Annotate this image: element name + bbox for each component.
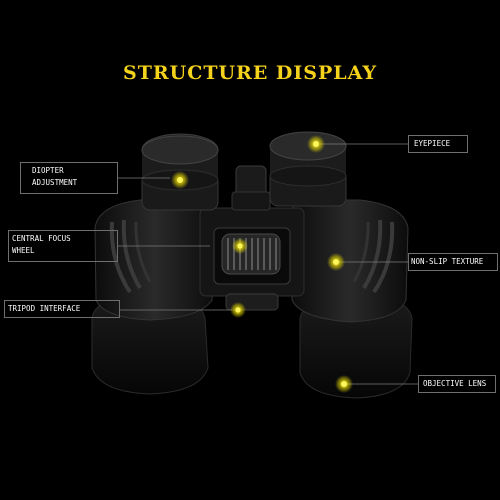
marker-tripod xyxy=(230,302,246,318)
left-prism-body xyxy=(94,199,215,321)
eyepiece-label: EYEPIECE xyxy=(414,139,451,148)
marker-eyepiece xyxy=(307,135,325,153)
leader-lines xyxy=(118,143,418,385)
nonslip-label-box xyxy=(408,253,498,271)
marker-objective xyxy=(335,375,353,393)
tripod-interface-label: TRIPOD INTERFACE xyxy=(8,304,81,313)
diopter-label-box xyxy=(20,162,118,194)
focus-label-line1: CENTRAL FOCUS xyxy=(12,234,71,243)
central-focus-wheel xyxy=(221,233,281,275)
marker-focus-wheel xyxy=(232,238,248,254)
tripod-label-box xyxy=(4,300,120,318)
marker-diopter xyxy=(171,171,189,189)
right-eyepiece xyxy=(269,131,347,207)
diopter-adjustment-label: DIOPTER ADJUSTMENT xyxy=(32,165,77,189)
top-knob xyxy=(231,165,271,211)
focus-label-line2: WHEEL xyxy=(12,246,35,255)
focus-label-box xyxy=(8,230,118,262)
eyepiece-label-box xyxy=(408,135,468,153)
non-slip-texture-label: NON-SLIP TEXTURE xyxy=(411,257,484,266)
objective-lens-label: OBJECTIVE LENS xyxy=(423,379,487,388)
diopter-label-line2: ADJUSTMENT xyxy=(32,178,78,187)
left-eyepiece xyxy=(141,133,219,211)
marker-nonslip xyxy=(327,253,345,271)
diopter-label-line1: DIOPTER xyxy=(32,166,64,175)
objective-label-box xyxy=(418,375,496,393)
right-prism-body xyxy=(291,199,409,323)
central-focus-wheel-label: CENTRAL FOCUS WHEEL xyxy=(12,233,71,257)
diagram-title: STRUCTURE DISPLAY xyxy=(122,62,378,84)
